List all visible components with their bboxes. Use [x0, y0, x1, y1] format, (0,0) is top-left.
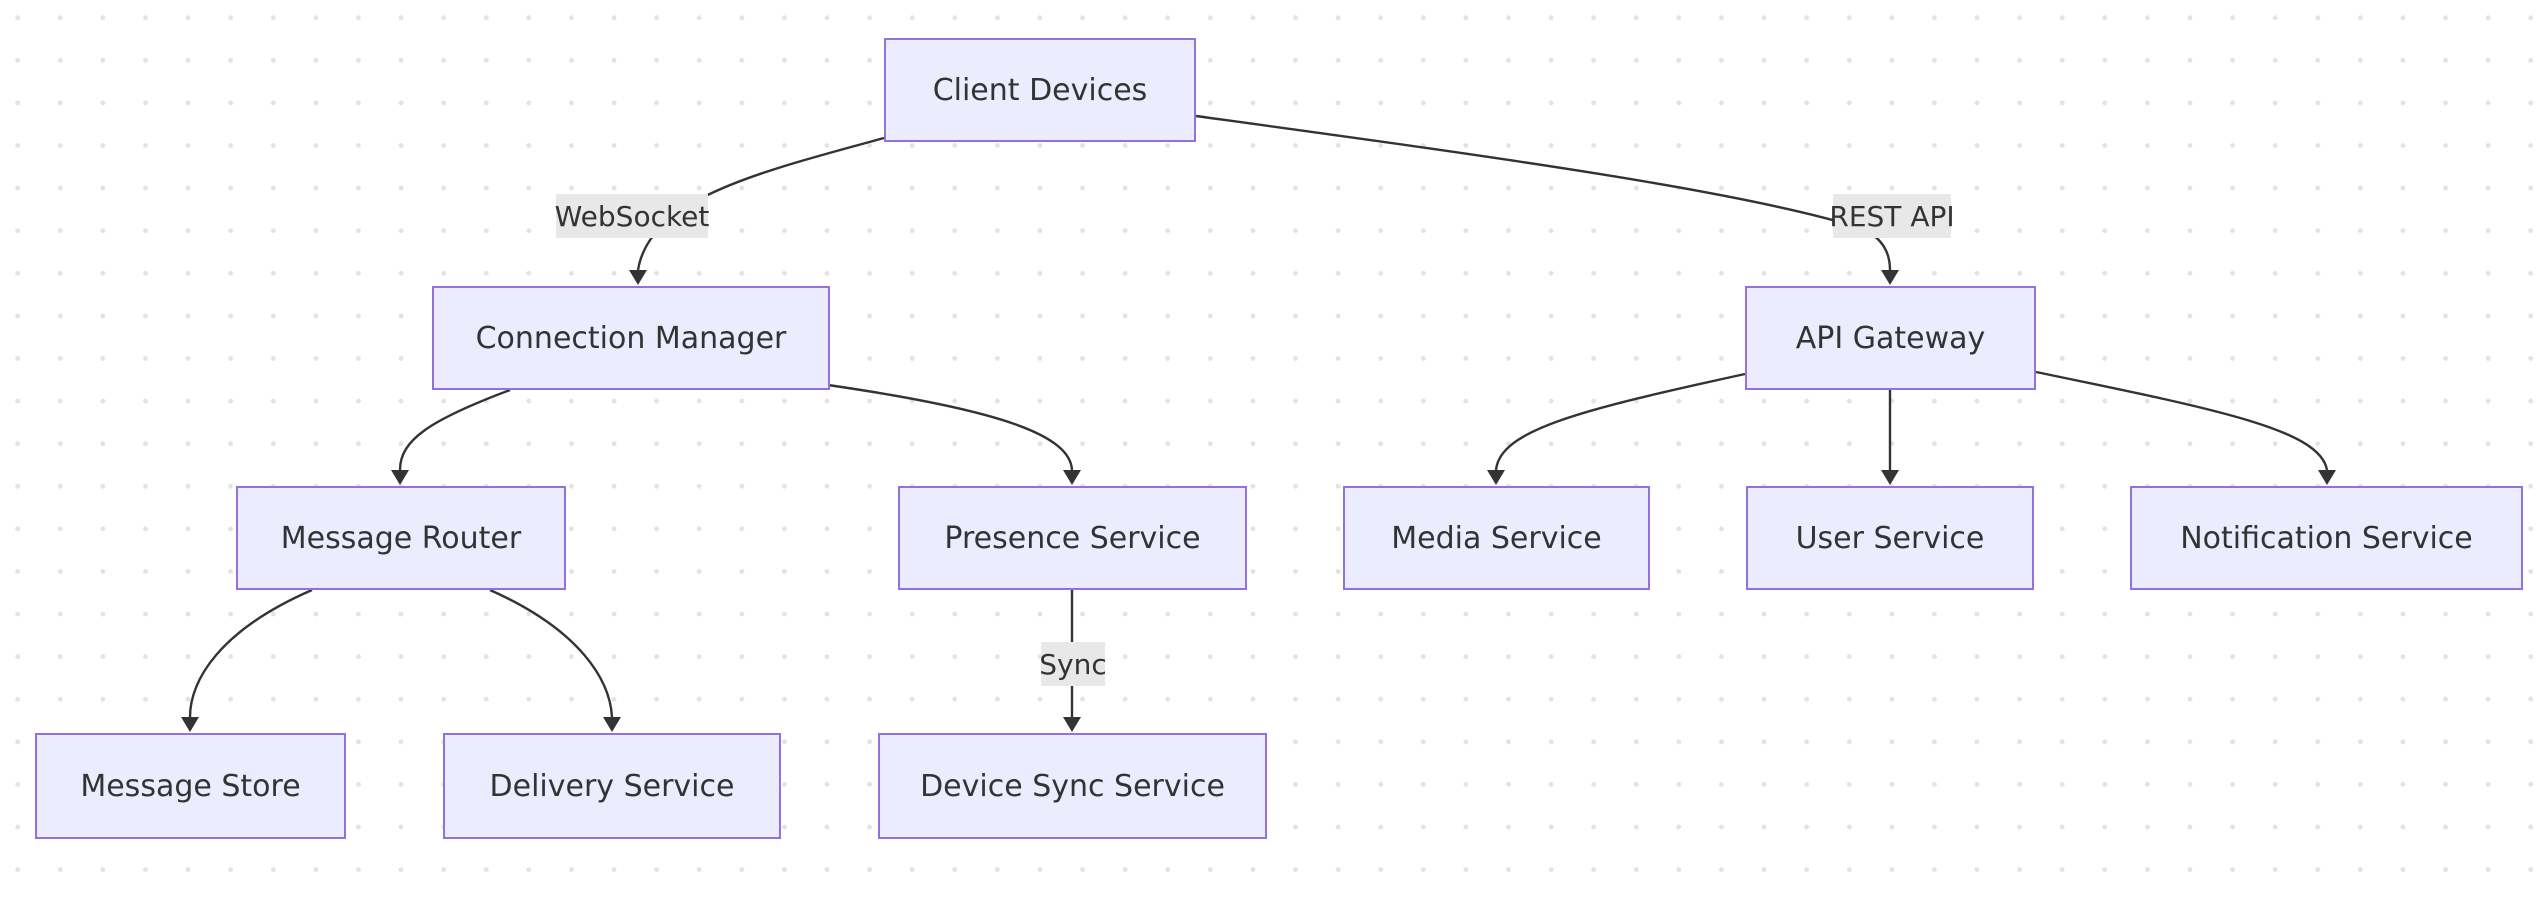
arrowhead-delivery-service — [603, 717, 621, 732]
arrowhead-api-gateway — [1881, 270, 1899, 285]
edge-label-rest-api: REST API — [1829, 194, 1955, 238]
node-message-router: Message Router — [236, 486, 566, 590]
arrowhead-connection-manager — [629, 270, 647, 285]
node-api-gateway: API Gateway — [1745, 286, 2036, 390]
edge-label-sync: Sync — [1039, 642, 1107, 686]
node-media-service: Media Service — [1343, 486, 1650, 590]
arrowhead-user-service — [1881, 470, 1899, 485]
node-notification-service: Notification Service — [2130, 486, 2523, 590]
arrowhead-message-store — [181, 717, 199, 732]
arrowhead-presence-service — [1063, 470, 1081, 485]
edge-connection-manager-to-presence-service — [827, 383, 1074, 471]
arrowhead-media-service — [1487, 470, 1505, 485]
edge-message-router-to-delivery-service — [489, 588, 614, 718]
node-client-devices: Client Devices — [884, 38, 1196, 142]
edge-api-gateway-to-media-service — [1494, 372, 1746, 471]
edge-connection-manager-to-message-router — [398, 388, 511, 471]
arrowhead-message-router — [391, 470, 409, 485]
node-device-sync-service: Device Sync Service — [878, 733, 1267, 839]
arrowhead-device-sync-service — [1063, 717, 1081, 732]
edge-client-to-api-gateway — [1195, 114, 1892, 271]
arrowhead-notification-service — [2318, 470, 2336, 485]
node-presence-service: Presence Service — [898, 486, 1247, 590]
edge-message-router-to-message-store — [188, 588, 313, 718]
node-user-service: User Service — [1746, 486, 2034, 590]
node-connection-manager: Connection Manager — [432, 286, 830, 390]
edge-client-to-connection-manager — [636, 136, 885, 271]
node-delivery-service: Delivery Service — [443, 733, 781, 839]
edge-api-gateway-to-notification-service — [2035, 370, 2329, 471]
edge-label-websocket: WebSocket — [555, 194, 709, 238]
node-message-store: Message Store — [35, 733, 346, 839]
